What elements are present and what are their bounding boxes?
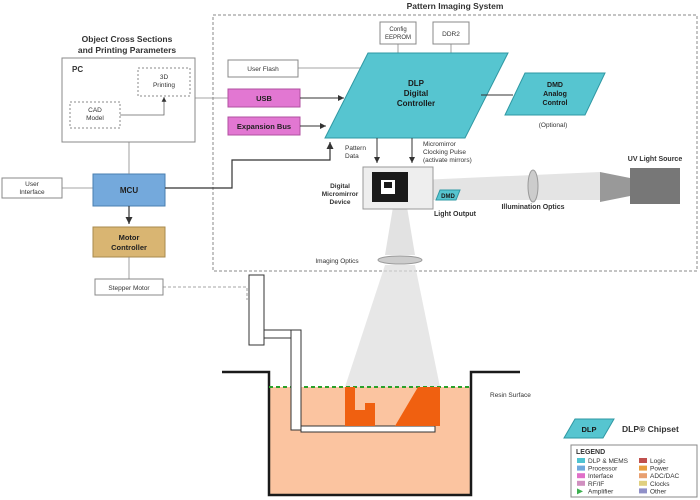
pattern-imaging-region [212, 14, 698, 272]
legend-label: Power [650, 466, 669, 473]
dlp-controller-block [324, 52, 509, 139]
legend-label: Other [650, 488, 667, 495]
mcu-dlp-arrow [165, 142, 334, 189]
legend-swatch [577, 488, 583, 495]
cad-to-printing-arrow [120, 97, 167, 116]
build-platform [300, 425, 436, 433]
imaging-lens [377, 255, 423, 265]
stepper-motor-label: Stepper Motor [108, 285, 150, 292]
uv-light-housing [630, 168, 680, 204]
chipset-badge-label: DLP [582, 425, 597, 434]
mcu-block [92, 173, 166, 207]
3d-printing-box [137, 67, 191, 97]
micromirror-line1: Micromirror [423, 141, 457, 148]
projection-beam-lower [345, 265, 440, 387]
legend-title: LEGEND [576, 449, 605, 456]
dmd-analog-line3: Control [543, 100, 568, 107]
dlp-controller-line3: Controller [397, 99, 435, 108]
uv-light-label: UV Light Source [628, 156, 683, 163]
pc-label: PC [72, 65, 83, 74]
illumination-lens [527, 169, 539, 203]
user-flash-box [227, 59, 299, 78]
imaging-optics-label: Imaging Optics [315, 258, 359, 265]
object-title-line2: and Printing Parameters [78, 45, 177, 55]
legend-label: Amplifier [588, 488, 614, 495]
printed-object-left [345, 387, 375, 426]
legend-swatch [639, 488, 647, 494]
dmd-pattern-inner [384, 182, 392, 188]
cad-model-line1: CAD [88, 107, 102, 114]
3d-printing-line2: Printing [153, 82, 175, 89]
user-interface-line1: User [25, 181, 40, 188]
illumination-optics-label: Illumination Optics [501, 204, 564, 211]
dmd-chip-label: DMD [441, 194, 455, 200]
dmd-analog-line2: Analog [543, 91, 567, 98]
platform-arm-vertical [290, 329, 302, 431]
dlp-controller-line1: DLP [408, 79, 425, 88]
optional-label: (Optional) [539, 122, 568, 129]
legend-box [570, 444, 698, 498]
legend-swatch [577, 480, 585, 486]
dmd-chip-badge [435, 189, 461, 201]
motor-controller-line2: Controller [111, 243, 147, 252]
motor-controller-block [92, 226, 166, 258]
micromirror-line3: (activate mirrors) [423, 157, 472, 164]
stepper-platform-link [163, 286, 248, 300]
cad-model-line2: Model [86, 115, 104, 122]
pattern-data-line1: Pattern [345, 145, 366, 152]
dmd-device-line2: Micromirror [322, 191, 359, 198]
dmd-analog-block [504, 72, 606, 116]
legend-swatch [577, 458, 585, 463]
platform-arm-upper [248, 274, 265, 346]
legend-swatch [639, 473, 647, 479]
legend-label: Interface [588, 473, 614, 480]
pattern-data-line2: Data [345, 153, 359, 160]
illumination-beam [420, 172, 600, 200]
config-eeprom-line2: EEPROM [385, 35, 411, 41]
dmd-device-line3: Device [330, 199, 351, 206]
chipset-label: DLP® Chipset [622, 424, 679, 434]
object-title-line1: Object Cross Sections [82, 34, 173, 44]
expansion-bus-label: Expansion Bus [237, 122, 291, 131]
legend-label: DLP & MEMS [588, 458, 629, 465]
legend-label: Clocks [650, 481, 670, 488]
legend-label: Logic [650, 458, 666, 465]
legend-swatch [577, 473, 585, 479]
projection-beam-upper [385, 195, 415, 255]
chipset-badge [563, 418, 615, 439]
printed-object-right [395, 387, 440, 426]
legend-label: ADC/DAC [650, 473, 680, 480]
ddr2-label: DDR2 [442, 31, 460, 38]
user-interface-line2: Interface [19, 189, 45, 196]
legend-swatch [639, 465, 647, 471]
usb-label: USB [256, 94, 272, 103]
resin-surface-label: Resin Surface [490, 392, 531, 399]
legend-swatch [639, 480, 647, 486]
dlp-controller-line2: Digital [404, 89, 428, 98]
legend-swatch [639, 458, 647, 463]
legend-label: RF/IF [588, 481, 604, 488]
config-eeprom-line1: Config [389, 27, 406, 33]
3d-printing-line1: 3D [160, 74, 169, 81]
light-output-label: Light Output [434, 211, 477, 218]
mcu-label: MCU [120, 186, 138, 195]
motor-controller-line1: Motor [119, 233, 140, 242]
legend-swatch [577, 465, 585, 471]
dmd-analog-line1: DMD [547, 82, 563, 89]
dmd-device-line1: Digital [330, 183, 350, 190]
uv-light-reflector [600, 172, 630, 202]
resin-tank-wall [222, 370, 520, 497]
cad-model-box [69, 101, 121, 129]
user-flash-label: User Flash [247, 66, 279, 73]
pattern-imaging-title: Pattern Imaging System [407, 1, 504, 11]
legend-label: Processor [588, 466, 618, 473]
micromirror-line2: Clocking Pulse [423, 149, 466, 156]
